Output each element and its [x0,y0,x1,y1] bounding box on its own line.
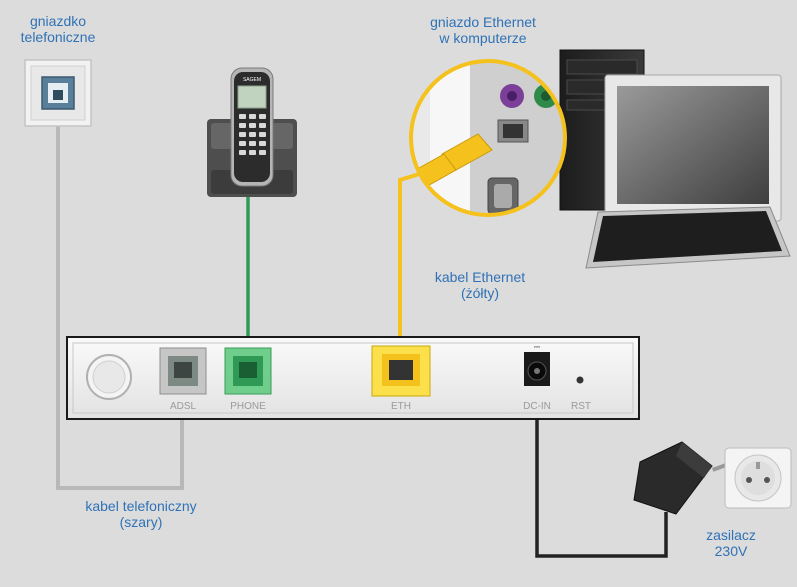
phone-port [224,347,272,395]
eth-label: ETH [391,401,411,412]
dc-in-label: DC-IN [523,401,551,412]
wall-power-socket [724,447,792,509]
dc-in-port: ⎓ [524,342,550,386]
label-ethernet-cable: kabel Ethernet (żółty) [434,269,526,301]
ethernet-port-zoom [409,59,567,217]
adsl-label: ADSL [170,401,197,412]
keyboard [585,206,791,269]
power-cable [535,374,668,558]
label-computer-ethernet-port: gniazdo Ethernet w komputerze [430,14,536,46]
router: ⎓ ADSL PHONE ETH DC-IN RST [66,336,640,420]
svg-text:⎓: ⎓ [534,342,541,351]
label-power-adapter: zasilacz 230V [706,527,756,559]
label-wall-phone-socket: gniazdko telefoniczne [20,13,96,45]
monitor [604,74,782,229]
phone-brand: SAGEM [243,77,261,83]
wall-phone-socket [24,59,92,127]
cordless-phone: SAGEM [207,67,297,197]
phone-label: PHONE [230,401,266,412]
power-adapter [633,441,727,515]
label-phone-cable: kabel telefoniczny (szary) [85,498,197,530]
rst-button [576,376,584,384]
eth-port [371,345,431,397]
router-power-button [86,354,132,400]
rst-label: RST [571,401,591,412]
adsl-port [159,347,207,395]
phone-cable [56,125,184,490]
